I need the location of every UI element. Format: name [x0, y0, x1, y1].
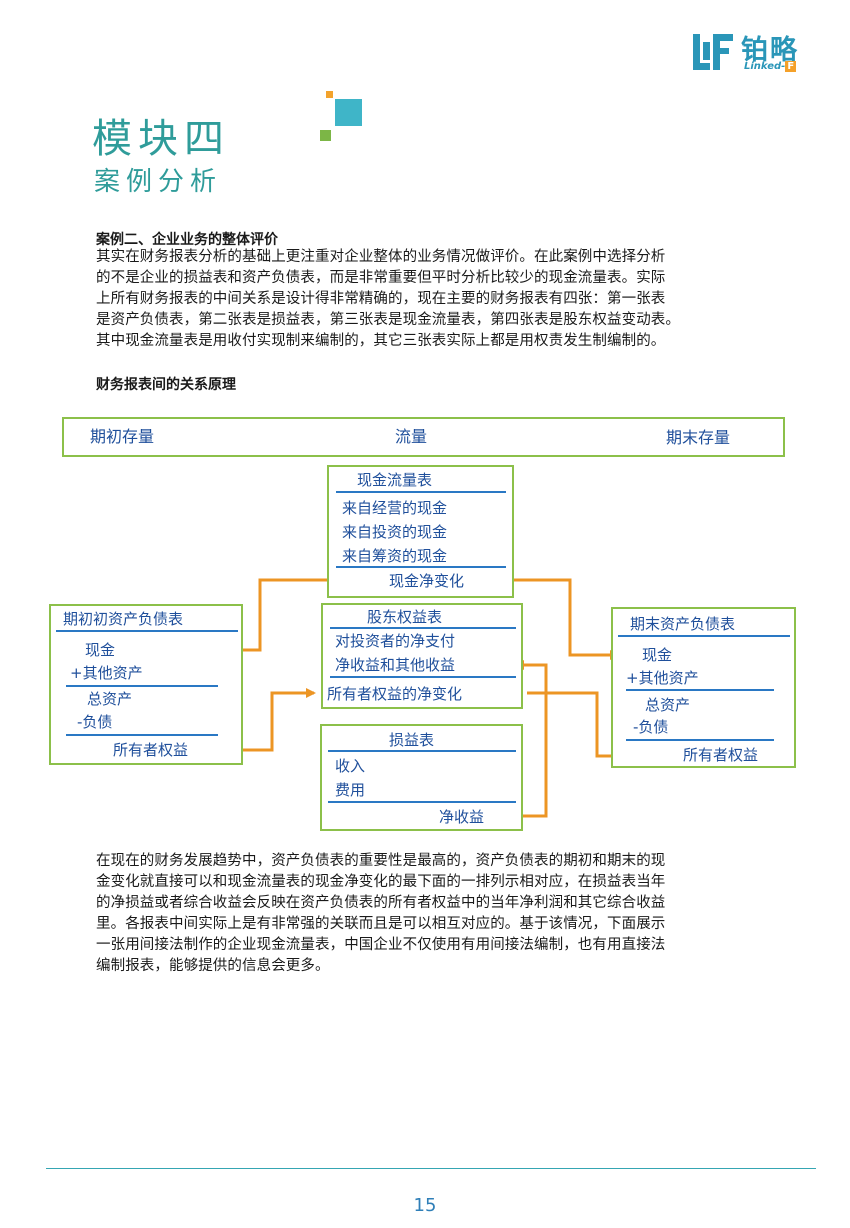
conclusion-paragraph: 在现在的财务发展趋势中，资产负债表的重要性是最高的，资产负债表的期初和期末的现 … — [96, 851, 786, 977]
footer-divider — [46, 1168, 816, 1169]
section-title: 财务报表间的关系原理 — [96, 377, 236, 393]
cash-flow-total-rule — [336, 566, 506, 568]
cash-flow-statement-box — [327, 465, 514, 598]
equity-stmt-title-rule — [330, 627, 516, 629]
conclusion-line: 里。各报表中间实际上是有非常强的关联而且是可以相互对应的。基于该情况，下面展示 — [96, 916, 666, 932]
income-stmt-title-rule — [328, 750, 516, 752]
opening-bs-liabilities-rule — [66, 734, 218, 736]
flow-end-label: 期末存量 — [666, 428, 731, 447]
opening-bs-title-rule — [56, 630, 238, 632]
module-subtitle: 案例分析 — [94, 167, 223, 197]
flow-box — [62, 417, 785, 457]
brand-logo-mark — [693, 34, 733, 70]
arrow-net-change-to-closing-cash — [508, 578, 620, 660]
opening-bs-equity: 所有者权益 — [113, 741, 189, 759]
income-net-income: 净收益 — [439, 808, 485, 826]
brand-name-cn: 铂略 — [741, 35, 799, 66]
equity-stmt-total-rule — [330, 676, 516, 678]
cash-from-operating: 来自经营的现金 — [342, 499, 448, 517]
opening-bs-total-assets: 总资产 — [87, 690, 133, 708]
flow-middle-label: 流量 — [395, 427, 428, 446]
equity-net-payout: 对投资者的净支付 — [335, 632, 456, 650]
intro-line: 其实在财务报表分析的基础上更注重对企业整体的业务情况做评价。在此案例中选择分析 — [96, 249, 666, 265]
conclusion-line: 金变化就直接可以和现金流量表的现金净变化的最下面的一排列示相对应，在损益表当年 — [96, 874, 666, 890]
decorative-square-orange — [326, 91, 333, 98]
closing-bs-cash: 现金 — [642, 646, 673, 664]
intro-line: 是资产负债表，第二张表是损益表，第三张表是现金流量表，第四张表是股东权益变动表。 — [96, 312, 680, 328]
closing-bs-liabilities: -负债 — [633, 718, 669, 736]
case-title: 案例二、企业业务的整体评价 — [96, 232, 278, 248]
closing-balance-sheet-box — [611, 607, 796, 768]
closing-bs-total-assets: 总资产 — [645, 696, 691, 714]
cash-from-financing: 来自筹资的现金 — [342, 547, 448, 565]
brand-name-en: Linked-F — [744, 61, 797, 72]
closing-bs-other-assets: +其他资产 — [626, 669, 699, 687]
equity-net-change: 所有者权益的净变化 — [327, 685, 463, 703]
opening-bs-liabilities: -负债 — [77, 713, 113, 731]
conclusion-line: 一张用间接法制作的企业现金流量表，中国企业不仅使用有用间接法编制，也有用直接法 — [96, 937, 666, 953]
closing-bs-liabilities-rule — [626, 739, 774, 741]
opening-bs-assets-rule — [66, 685, 218, 687]
cash-flow-title-rule — [336, 491, 506, 493]
equity-statement-box — [321, 603, 523, 709]
cash-from-investing: 来自投资的现金 — [342, 523, 448, 541]
conclusion-line: 编制报表，能够提供的信息会更多。 — [96, 958, 330, 974]
case-intro-paragraph: 其实在财务报表分析的基础上更注重对企业整体的业务情况做评价。在此案例中选择分析 … — [96, 247, 786, 352]
conclusion-line: 的净损益或者综合收益会反映在资产负债表的所有者权益中的当年净利润和其它综合收益 — [96, 895, 666, 911]
intro-line: 其中现金流量表是用收付实现制来编制的，其它三张表实际上都是用权责发生制编制的。 — [96, 333, 666, 349]
income-expense: 费用 — [335, 781, 366, 799]
opening-bs-title: 期初初资产负债表 — [63, 610, 184, 628]
intro-line: 的不是企业的损益表和资产负债表，而是非常重要但平时分析比较少的现金流量表。实际 — [96, 270, 666, 286]
opening-bs-cash: 现金 — [85, 641, 116, 659]
cash-net-change: 现金净变化 — [389, 572, 465, 590]
equity-stmt-title: 股东权益表 — [367, 608, 443, 626]
closing-bs-title-rule — [618, 635, 790, 637]
module-title: 模块四 — [92, 116, 230, 162]
decorative-square-green — [320, 130, 331, 141]
page-number: 15 — [413, 1195, 437, 1216]
arrow-opening-equity-to-equity-change — [228, 688, 316, 752]
closing-bs-assets-rule — [626, 689, 774, 691]
conclusion-line: 在现在的财务发展趋势中，资产负债表的重要性是最高的，资产负债表的期初和期末的现 — [96, 853, 666, 869]
intro-line: 上所有财务报表的中间关系是设计得非常精确的，现在主要的财务报表有四张：第一张表 — [96, 291, 666, 307]
income-stmt-title: 损益表 — [389, 731, 435, 749]
closing-bs-title: 期末资产负债表 — [630, 615, 736, 633]
income-revenue: 收入 — [335, 757, 366, 775]
equity-income: 净收益和其他收益 — [335, 656, 456, 674]
flow-start-label: 期初存量 — [90, 427, 155, 446]
income-statement-box — [320, 724, 523, 831]
closing-bs-equity: 所有者权益 — [683, 746, 759, 764]
cash-flow-title: 现金流量表 — [357, 471, 433, 489]
brand-name-en-prefix: Linked- — [744, 61, 786, 72]
decorative-square-blue — [335, 99, 362, 126]
opening-bs-other-assets: +其他资产 — [70, 664, 143, 682]
income-stmt-total-rule — [328, 801, 516, 803]
brand-name-en-suffix: F — [785, 61, 797, 72]
